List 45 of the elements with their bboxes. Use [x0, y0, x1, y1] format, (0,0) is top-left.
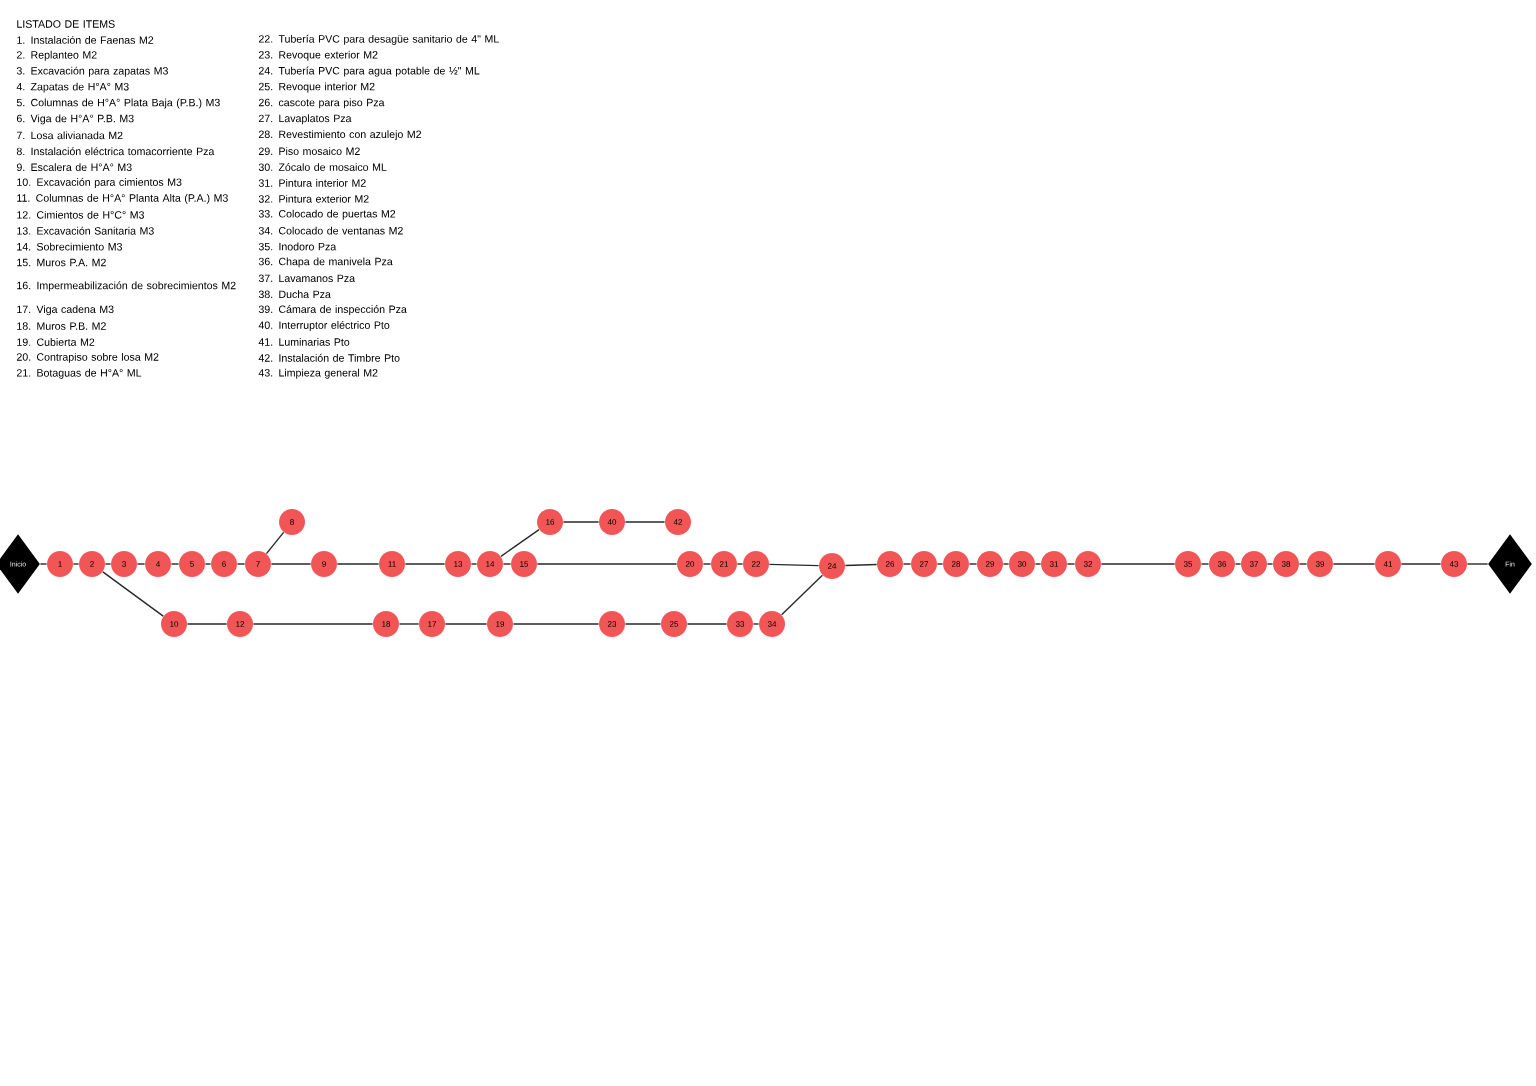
connector-line: [1400, 563, 1442, 565]
connector-line: [39, 563, 48, 565]
connector-line: [72, 563, 80, 565]
connector-line: [236, 563, 246, 565]
connector-line: [444, 623, 488, 625]
connector-line: [780, 574, 824, 616]
connector-line: [136, 563, 146, 565]
connector-line: [186, 623, 228, 625]
connector-line: [1234, 563, 1242, 565]
connector-line: [204, 563, 212, 565]
connector-line: [844, 563, 878, 567]
connector-line: [336, 563, 380, 565]
connector-line: [500, 528, 540, 557]
connector-line: [936, 563, 944, 565]
connector-line: [736, 563, 744, 565]
connector-line: [752, 623, 760, 625]
connector-line: [1266, 563, 1274, 565]
connector-line: [1466, 563, 1489, 565]
connector-line: [768, 563, 820, 567]
connector-line: [1298, 563, 1308, 565]
connector-line: [1002, 563, 1010, 565]
connector-line: [170, 563, 180, 565]
connector-line: [270, 563, 312, 565]
connector-line: [686, 623, 728, 625]
connector-line: [398, 623, 420, 625]
connector-line: [968, 563, 978, 565]
connector-line: [1100, 563, 1176, 565]
connector-line: [536, 563, 678, 565]
connector-line: [102, 571, 164, 617]
connector-line: [104, 563, 112, 565]
connector-line: [624, 521, 666, 523]
connector-line: [512, 623, 600, 625]
connector-line: [562, 521, 600, 523]
connector-line: [1066, 563, 1076, 565]
connector-line: [1200, 563, 1210, 565]
connector-line: [1332, 563, 1376, 565]
connector-line: [624, 623, 662, 625]
connector-line: [1034, 563, 1042, 565]
connector-line: [470, 563, 478, 565]
connector-line: [265, 531, 285, 555]
connector-line: [252, 623, 374, 625]
connector-line: [902, 563, 912, 565]
connector-line: [702, 563, 712, 565]
connector-line: [404, 563, 446, 565]
connector-line: [502, 563, 512, 565]
